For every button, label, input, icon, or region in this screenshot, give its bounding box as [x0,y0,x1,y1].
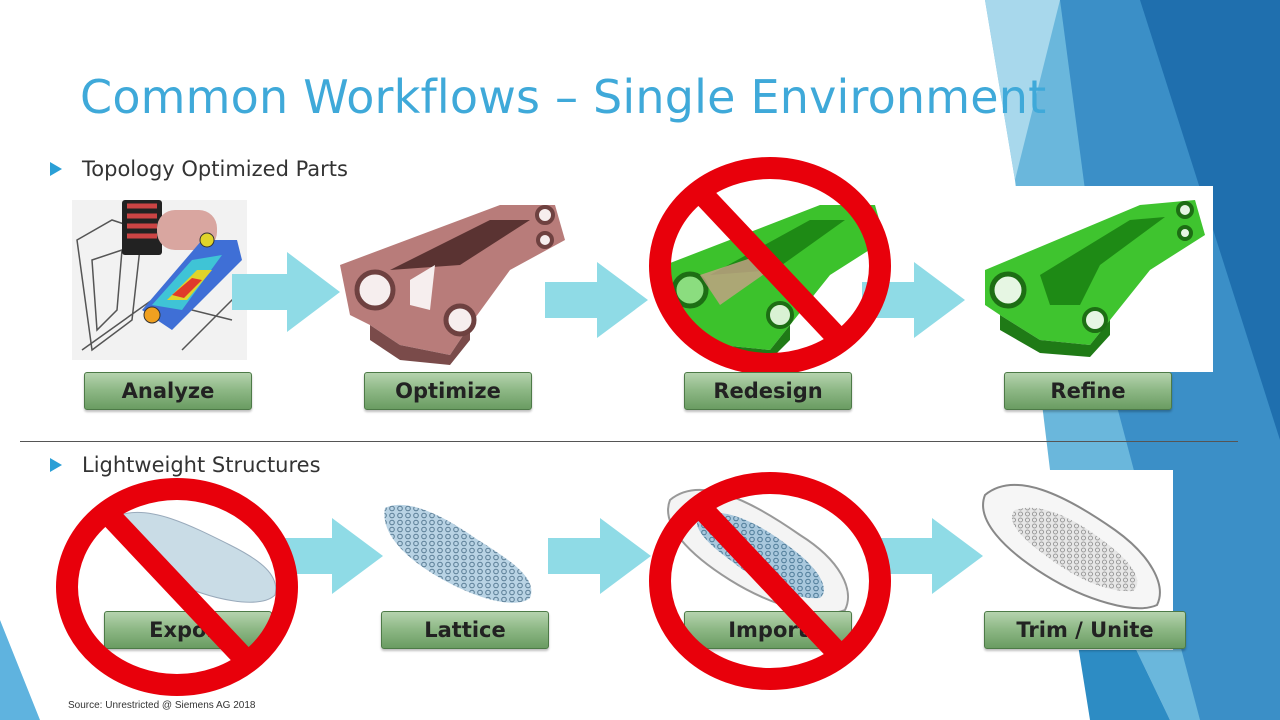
optimize-image [340,205,565,365]
section-lightweight-label: Lightweight Structures [82,453,321,477]
right-arrow-icon [545,262,648,338]
no-sign-icon [649,472,891,690]
section-lightweight: Lightweight Structures [50,453,321,477]
analyze-image [72,200,247,360]
no-sign-icon [56,478,298,696]
right-arrow-icon [548,518,651,594]
source-note: Source: Unrestricted @ Siemens AG 2018 [68,700,256,711]
right-arrow-icon [232,252,340,332]
right-arrow-icon [280,518,383,594]
step-trim-unite: Trim / Unite [984,611,1186,649]
section-divider [20,441,1238,442]
trim-unite-image [982,483,1161,610]
lattice-image [384,504,532,603]
section-topology-label: Topology Optimized Parts [82,157,348,181]
step-analyze: Analyze [84,372,252,410]
right-arrow-icon [862,262,965,338]
no-sign-icon [649,157,891,375]
step-lattice: Lattice [381,611,549,649]
right-arrow-icon [880,518,983,594]
step-redesign: Redesign [684,372,852,410]
step-refine: Refine [1004,372,1172,410]
refine-image [985,200,1205,357]
slide-title: Common Workflows – Single Environment [80,70,1047,124]
bullet-triangle-icon [50,162,62,176]
step-optimize: Optimize [364,372,532,410]
bullet-triangle-icon [50,458,62,472]
section-topology: Topology Optimized Parts [50,157,348,181]
